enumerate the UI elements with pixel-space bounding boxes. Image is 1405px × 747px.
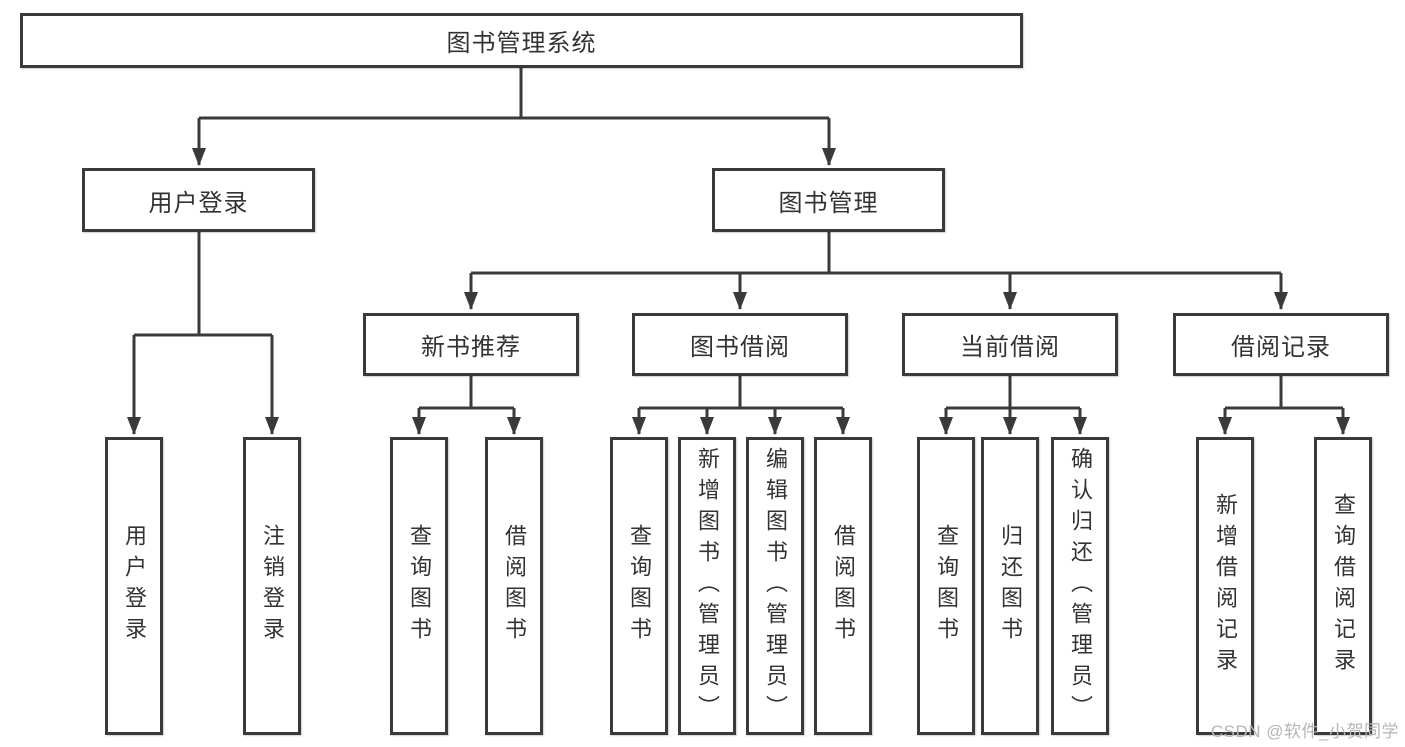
leaf-add-borrow-record-label: 新增借阅记录 xyxy=(1213,493,1238,679)
leaf-add-borrow-record: 新增借阅记录 xyxy=(1196,437,1254,735)
node-borrow-records: 借阅记录 xyxy=(1173,313,1389,376)
leaf-borrow-books-2: 借阅图书 xyxy=(814,437,872,735)
csdn-watermark: CSDN @软件_小贺同学 xyxy=(1210,722,1399,741)
node-root: 图书管理系统 xyxy=(20,13,1023,68)
leaf-query-books-1-label: 查询图书 xyxy=(407,524,432,648)
leaf-user-login-label: 用户登录 xyxy=(122,524,147,648)
leaf-return-books-label: 归还图书 xyxy=(998,524,1023,648)
leaf-edit-books-admin-label: 编辑图书（管理员） xyxy=(763,446,788,726)
node-new-book-recommend-label: 新书推荐 xyxy=(421,334,521,361)
node-user-login-label: 用户登录 xyxy=(148,189,249,217)
leaf-confirm-return-admin-label: 确认归还（管理员） xyxy=(1068,446,1093,726)
leaf-add-books-admin-label: 新增图书（管理员） xyxy=(695,446,720,726)
leaf-query-borrow-record-label: 查询借阅记录 xyxy=(1331,493,1356,679)
leaf-edit-books-admin: 编辑图书（管理员） xyxy=(746,437,804,735)
leaf-query-books-2-label: 查询图书 xyxy=(627,524,652,648)
node-book-mgmt: 图书管理 xyxy=(712,168,945,232)
leaf-query-books-3: 查询图书 xyxy=(917,437,975,735)
leaf-query-books-1: 查询图书 xyxy=(390,437,448,735)
node-borrow-records-label: 借阅记录 xyxy=(1231,334,1331,361)
leaf-query-books-3-label: 查询图书 xyxy=(934,524,959,648)
leaf-logout-label: 注销登录 xyxy=(260,524,285,648)
node-book-borrow: 图书借阅 xyxy=(632,313,848,376)
node-current-borrow: 当前借阅 xyxy=(902,313,1118,376)
leaf-return-books: 归还图书 xyxy=(981,437,1039,735)
node-new-book-recommend: 新书推荐 xyxy=(363,313,579,376)
tree-rails xyxy=(134,68,1343,410)
node-book-mgmt-label: 图书管理 xyxy=(778,189,879,217)
node-user-login: 用户登录 xyxy=(82,168,315,232)
leaf-logout: 注销登录 xyxy=(243,437,301,735)
leaf-add-books-admin: 新增图书（管理员） xyxy=(678,437,736,735)
node-book-borrow-label: 图书借阅 xyxy=(690,334,790,361)
leaf-borrow-books-1-label: 借阅图书 xyxy=(502,524,527,648)
leaf-query-borrow-record: 查询借阅记录 xyxy=(1314,437,1372,735)
node-root-label: 图书管理系统 xyxy=(446,30,597,57)
leaf-query-books-2: 查询图书 xyxy=(610,437,668,735)
leaf-confirm-return-admin: 确认归还（管理员） xyxy=(1051,437,1109,735)
node-current-borrow-label: 当前借阅 xyxy=(960,334,1060,361)
leaf-borrow-books-2-label: 借阅图书 xyxy=(831,524,856,648)
leaf-borrow-books-1: 借阅图书 xyxy=(485,437,543,735)
leaf-user-login: 用户登录 xyxy=(105,437,163,735)
